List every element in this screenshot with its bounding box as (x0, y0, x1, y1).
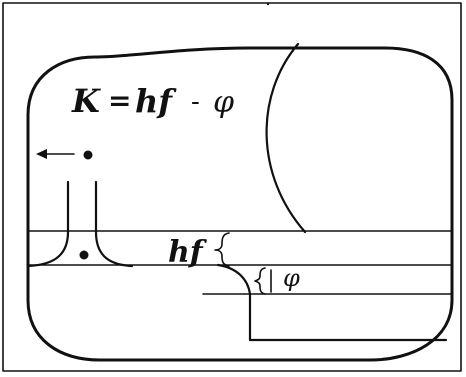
phi-label: φ (283, 264, 300, 292)
emitted-electron (84, 151, 93, 160)
hf-brace (215, 233, 229, 266)
hf-label: hf (168, 235, 208, 270)
equation-k: K (71, 82, 101, 120)
funnel-right (96, 182, 132, 266)
funnel-left (28, 182, 68, 266)
equation-phi: φ (213, 85, 234, 120)
equation-hf: hf (135, 82, 177, 120)
outer-frame (3, 3, 461, 371)
bound-electron (80, 251, 89, 260)
phi-brace (255, 268, 265, 294)
equation-equals: = (108, 84, 131, 117)
curved-arc (267, 44, 305, 232)
equation-minus: - (191, 87, 200, 117)
top-mark (267, 3, 269, 5)
step-curve (218, 265, 446, 340)
electron-arrow-head (36, 149, 47, 159)
